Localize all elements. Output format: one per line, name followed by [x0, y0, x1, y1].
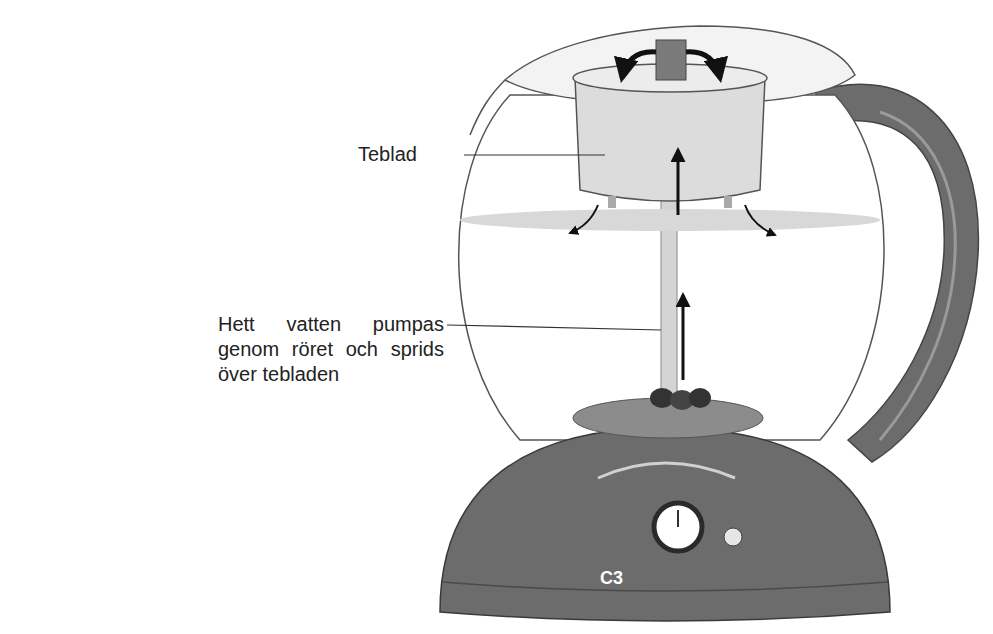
- flow-arrow: [570, 205, 598, 233]
- spread-disc: [460, 209, 880, 231]
- heater-rocks: [689, 388, 711, 408]
- indicator-light: [724, 528, 742, 546]
- lid: [505, 26, 855, 104]
- leader-line: [464, 154, 605, 155]
- leader-line: [447, 325, 661, 330]
- lid-stem: [656, 40, 686, 80]
- base-band: [442, 582, 888, 591]
- part-label: Teblad: [358, 142, 417, 167]
- flow-arrow: [677, 150, 680, 215]
- base-stripe: [598, 463, 735, 478]
- flow-arrow: [622, 52, 656, 78]
- basket-feet: [608, 196, 616, 208]
- flow-arrow: [682, 295, 685, 380]
- knob-mark: [677, 510, 679, 527]
- tea-basket: [575, 78, 765, 201]
- spout: [470, 80, 505, 135]
- basket-feet: [724, 196, 732, 208]
- logo-text: C3: [600, 568, 623, 588]
- handle-highlight: [880, 112, 955, 440]
- control-knob: [654, 503, 702, 551]
- base: [440, 428, 890, 621]
- callout-text: Hett vatten pumpas genom röret och sprid…: [218, 312, 444, 387]
- flow-arrow: [686, 52, 720, 78]
- flow-arrow: [745, 205, 775, 235]
